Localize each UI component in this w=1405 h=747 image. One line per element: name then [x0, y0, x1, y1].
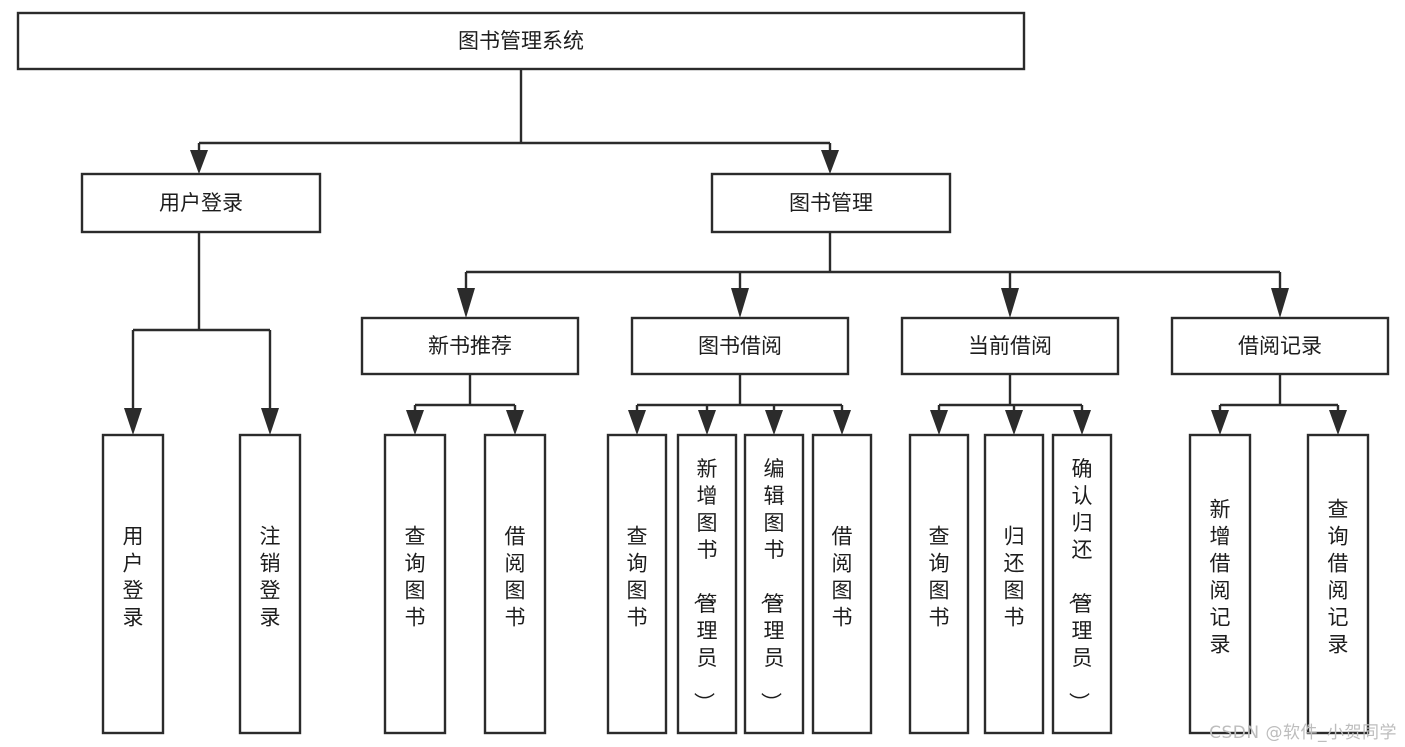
leaf-query-record[interactable]: 查询借阅记录 — [1306, 433, 1370, 735]
arrow-head-new-book-recommend — [457, 288, 475, 318]
leaf-confirm-return-admin[interactable]: 确认归还（管理员） — [1051, 433, 1113, 735]
leaf-query-book-2[interactable]: 查询图书 — [606, 433, 668, 735]
arrow-head-leaf-borrow-book-1 — [506, 410, 524, 435]
leaf-user-login-label: 用户登录 — [123, 525, 144, 630]
node-current-borrow[interactable]: 当前借阅 — [900, 316, 1120, 376]
arrow-head-leaf-query-book-3 — [930, 410, 948, 435]
leaf-query-book-2-box[interactable] — [606, 433, 668, 735]
leaf-return-book-box[interactable] — [983, 433, 1045, 735]
arrow-head-current-borrow — [1001, 288, 1019, 318]
leaf-logout[interactable]: 注销登录 — [238, 433, 302, 735]
arrow-head-leaf-query-book-2 — [628, 410, 646, 435]
csdn-watermark: CSDN @软件_小贺同学 — [1209, 723, 1397, 743]
leaf-query-book-2-label: 查询图书 — [627, 525, 648, 630]
leaf-query-book-3[interactable]: 查询图书 — [908, 433, 970, 735]
arrow-head-leaf-logout — [261, 408, 279, 435]
leaf-return-book-label: 归还图书 — [1004, 525, 1025, 630]
leaf-borrow-book-1-label: 借阅图书 — [505, 525, 526, 630]
leaf-query-book-1-box[interactable] — [383, 433, 447, 735]
leaf-edit-book-admin[interactable]: 编辑图书（管理员） — [743, 433, 805, 735]
node-borrow-record-label: 借阅记录 — [1238, 334, 1322, 358]
node-root-box[interactable] — [16, 11, 1026, 71]
leaf-user-login[interactable]: 用户登录 — [101, 433, 165, 735]
leaf-node-layer: 用户登录 注销登录 查询图书 借阅图书 查询图书 新增图书（管理员） — [101, 433, 1370, 735]
arrow-head-leaf-return-book — [1005, 410, 1023, 435]
leaf-add-record-box[interactable] — [1188, 433, 1252, 735]
leaf-add-record-label: 新增借阅记录 — [1210, 498, 1231, 657]
node-current-borrow-box[interactable] — [900, 316, 1120, 376]
leaf-edit-book-admin-label: 编辑图书（管理员） — [759, 457, 785, 713]
node-user-login[interactable]: 用户登录 — [80, 172, 322, 234]
node-book-borrow-label: 图书借阅 — [698, 334, 782, 358]
leaf-add-book-admin-box[interactable] — [676, 433, 738, 735]
arrow-head-leaf-query-book-1 — [406, 410, 424, 435]
node-book-manage-label: 图书管理 — [789, 191, 873, 215]
node-user-login-label: 用户登录 — [159, 191, 243, 215]
node-root-label: 图书管理系统 — [458, 29, 584, 53]
arrow-head-leaf-edit-book-admin — [765, 410, 783, 435]
node-new-book-recommend-box[interactable] — [360, 316, 580, 376]
leaf-logout-label: 注销登录 — [260, 525, 281, 630]
leaf-logout-box[interactable] — [238, 433, 302, 735]
node-borrow-record[interactable]: 借阅记录 — [1170, 316, 1390, 376]
leaf-query-record-label: 查询借阅记录 — [1328, 498, 1349, 657]
node-new-book-recommend-label: 新书推荐 — [428, 334, 512, 358]
leaf-borrow-book-2-label: 借阅图书 — [832, 525, 853, 630]
leaf-borrow-book-1[interactable]: 借阅图书 — [483, 433, 547, 735]
arrow-head-leaf-query-record — [1329, 410, 1347, 435]
arrow-head-leaf-confirm-return-admin — [1073, 410, 1091, 435]
arrow-head-leaf-user-login — [124, 408, 142, 435]
arrow-head-book-manage — [821, 150, 839, 174]
node-borrow-record-box[interactable] — [1170, 316, 1390, 376]
leaf-user-login-box[interactable] — [101, 433, 165, 735]
node-current-borrow-label: 当前借阅 — [968, 334, 1052, 358]
arrow-head-book-borrow — [731, 288, 749, 318]
leaf-add-record[interactable]: 新增借阅记录 — [1188, 433, 1252, 735]
leaf-confirm-return-admin-label: 确认归还（管理员） — [1067, 457, 1093, 713]
node-book-manage[interactable]: 图书管理 — [710, 172, 952, 234]
leaf-return-book[interactable]: 归还图书 — [983, 433, 1045, 735]
node-user-login-box[interactable] — [80, 172, 322, 234]
leaf-edit-book-admin-box[interactable] — [743, 433, 805, 735]
leaf-confirm-return-admin-box[interactable] — [1051, 433, 1113, 735]
leaf-add-book-admin[interactable]: 新增图书（管理员） — [676, 433, 738, 735]
leaf-query-book-3-box[interactable] — [908, 433, 970, 735]
leaf-query-record-box[interactable] — [1306, 433, 1370, 735]
node-book-manage-box[interactable] — [710, 172, 952, 234]
leaf-query-book-1-label: 查询图书 — [405, 525, 426, 630]
leaf-borrow-book-1-box[interactable] — [483, 433, 547, 735]
node-book-borrow[interactable]: 图书借阅 — [630, 316, 850, 376]
arrow-head-borrow-record — [1271, 288, 1289, 318]
arrow-head-user-login — [190, 150, 208, 174]
node-book-borrow-box[interactable] — [630, 316, 850, 376]
leaf-borrow-book-2-box[interactable] — [811, 433, 873, 735]
leaf-add-book-admin-label: 新增图书（管理员） — [692, 457, 718, 713]
arrow-head-leaf-add-record — [1211, 410, 1229, 435]
leaf-query-book-3-label: 查询图书 — [929, 525, 950, 630]
connector-layer — [124, 69, 1347, 435]
leaf-query-book-1[interactable]: 查询图书 — [383, 433, 447, 735]
arrow-head-leaf-add-book-admin — [698, 410, 716, 435]
node-root[interactable]: 图书管理系统 — [16, 11, 1026, 71]
leaf-borrow-book-2[interactable]: 借阅图书 — [811, 433, 873, 735]
node-new-book-recommend[interactable]: 新书推荐 — [360, 316, 580, 376]
arrow-head-leaf-borrow-book-2 — [833, 410, 851, 435]
